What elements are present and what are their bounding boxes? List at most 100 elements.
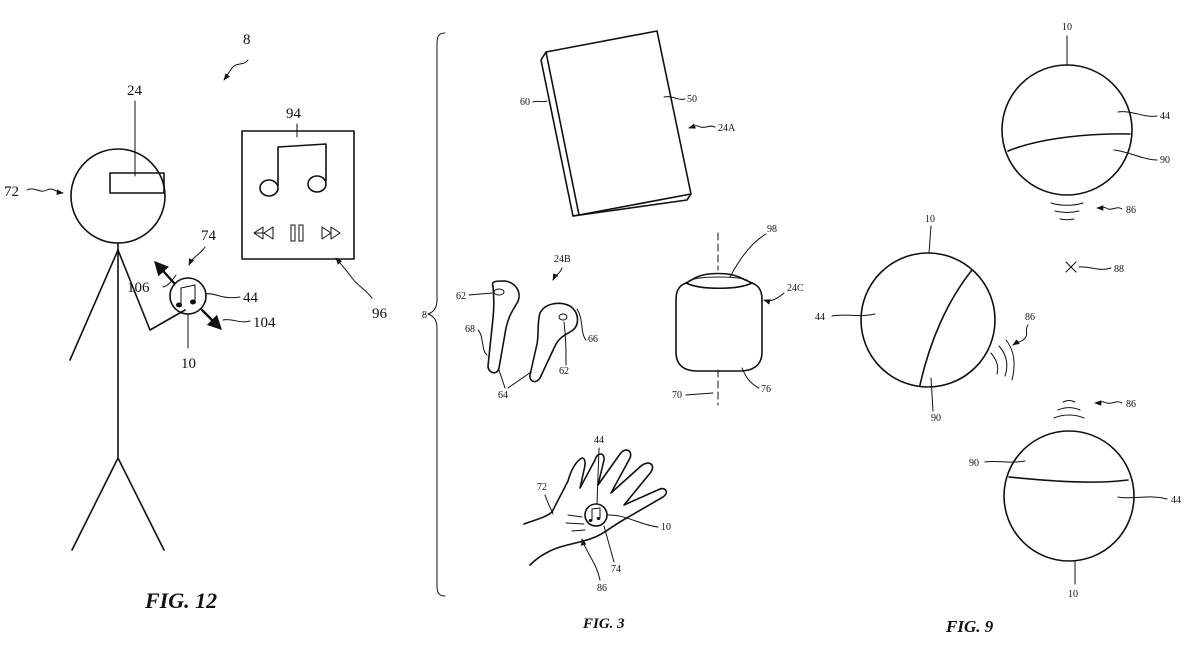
ref-system-leader <box>223 59 249 81</box>
ref-fig3-system-label: 8 <box>422 310 427 321</box>
ref-tablet-leader <box>688 123 716 129</box>
ref-user-leader <box>26 188 64 195</box>
ref-motion-up-leader <box>162 274 177 288</box>
ref-earbuds-label: 24B <box>554 254 571 265</box>
ref-mid-ball-label: 10 <box>925 214 935 225</box>
ref-mid-band-label: 90 <box>931 413 941 424</box>
ball-middle-vibration <box>990 339 1015 381</box>
ref-top-band-leader <box>1113 149 1158 161</box>
ref-controls-leader <box>335 257 373 299</box>
ref-tablet-front-label: 50 <box>687 94 697 105</box>
earbud-left-mesh <box>493 288 505 296</box>
user-left-leg <box>71 457 119 551</box>
ref-user-label: 72 <box>4 184 19 200</box>
earbud-left <box>487 280 520 374</box>
ref-top-ball-label: 10 <box>1062 22 1072 33</box>
ref-bot-surface-label: 44 <box>1171 495 1181 506</box>
ball-middle <box>860 252 1015 388</box>
user-head <box>70 148 166 244</box>
ref-top-surface-leader <box>1117 111 1158 117</box>
ref-hand-surface-label: 44 <box>594 435 604 446</box>
ref-hand-ring-leader <box>606 514 659 528</box>
ref-earbud-stem-leader <box>498 369 532 389</box>
hand-with-ring <box>523 449 668 566</box>
ball-top <box>1001 64 1133 221</box>
earbud-right-mesh <box>558 313 568 321</box>
position-marker <box>1065 261 1077 273</box>
media-display-frame <box>241 130 355 260</box>
ref-hand-label: 72 <box>537 482 547 493</box>
ref-speaker-body-label: 76 <box>761 384 771 395</box>
ref-hand-leader <box>544 494 554 515</box>
ref-tablet-label: 24A <box>718 123 736 134</box>
ring-device <box>169 277 207 315</box>
fig12-caption: FIG. 12 <box>144 588 217 613</box>
speaker-top-surface <box>690 276 748 281</box>
ref-speaker-label: 24C <box>787 283 804 294</box>
ref-mid-haptic-label: 86 <box>1025 312 1035 323</box>
ref-hand-motion-label: 86 <box>597 583 607 594</box>
ref-top-band-label: 90 <box>1160 155 1170 166</box>
ball-bottom-band <box>1008 476 1129 483</box>
media-music-note-icon <box>259 143 327 197</box>
user-left-arm <box>69 249 119 361</box>
ref-speaker-top-leader <box>729 233 767 278</box>
ref-earbud-head-leader <box>468 292 493 296</box>
user-stick-figure <box>69 148 186 551</box>
ref-speaker-axis-label: 70 <box>672 390 682 401</box>
ref-earbud-right-label: 66 <box>588 334 598 345</box>
tablet-bottom <box>572 193 692 217</box>
ball-bottom-body <box>1003 430 1135 562</box>
ref-mid-band-leader <box>930 377 934 412</box>
ref-marker-label: 88 <box>1114 264 1124 275</box>
ref-ring-label: 10 <box>181 356 196 372</box>
ref-surface-label: 44 <box>243 290 259 306</box>
earbud-right <box>529 302 579 383</box>
ref-tablet-edge-label: 60 <box>520 97 530 108</box>
ref-hand-ring-label: 10 <box>661 522 671 533</box>
ref-hand-motion-leader <box>581 538 601 581</box>
ref-marker-leader <box>1078 266 1112 270</box>
ref-bot-surface-leader <box>1117 496 1168 500</box>
ref-mid-surface-label: 44 <box>815 312 825 323</box>
ref-speaker-axis-leader <box>685 392 714 396</box>
tablet-side <box>540 51 580 217</box>
figure-3: 8 50 60 24A 24B 62 68 64 62 66 <box>422 30 804 632</box>
rewind-icon <box>253 226 274 240</box>
headset-device <box>109 172 165 194</box>
ref-device-leader <box>188 246 206 266</box>
figure-9: 10 44 90 86 88 10 44 86 90 <box>815 22 1181 636</box>
user-right-leg <box>117 457 165 551</box>
ref-headset-label: 24 <box>127 83 143 99</box>
earbuds-device <box>487 280 579 383</box>
ref-top-surface-label: 44 <box>1160 111 1170 122</box>
ball-middle-body <box>860 252 996 388</box>
ref-earbud-right-leader <box>576 308 587 341</box>
ball-bottom-vibration <box>1053 400 1085 419</box>
music-note-icon <box>176 284 196 308</box>
ref-earbud-head-2-label: 62 <box>559 366 569 377</box>
hand-creases <box>565 514 586 532</box>
ref-earbud-head-label: 62 <box>456 291 466 302</box>
ball-top-vibration <box>1050 202 1084 221</box>
fig9-caption: FIG. 9 <box>945 617 994 636</box>
system-brace <box>427 32 446 597</box>
ref-motion-down-label: 104 <box>253 315 276 331</box>
ref-bot-band-label: 90 <box>969 458 979 469</box>
ref-bot-band-leader <box>984 460 1026 463</box>
hand-ring <box>584 503 608 527</box>
hand-ring-music-note-icon <box>588 507 601 522</box>
ref-earbud-stem-label: 64 <box>498 390 508 401</box>
smart-speaker <box>675 232 763 406</box>
pause-icon <box>290 224 304 242</box>
ref-earbud-head-2-leader <box>563 321 567 366</box>
media-display <box>241 130 355 260</box>
ref-bot-haptic-leader <box>1094 400 1123 406</box>
ref-earbud-left-label: 68 <box>465 324 475 335</box>
ref-speaker-leader <box>763 292 785 305</box>
ref-bot-ball-label: 10 <box>1068 589 1078 600</box>
ref-top-haptic-leader <box>1096 205 1123 211</box>
ref-mid-surface-leader <box>831 313 876 317</box>
motion-arrow-down <box>200 308 223 331</box>
